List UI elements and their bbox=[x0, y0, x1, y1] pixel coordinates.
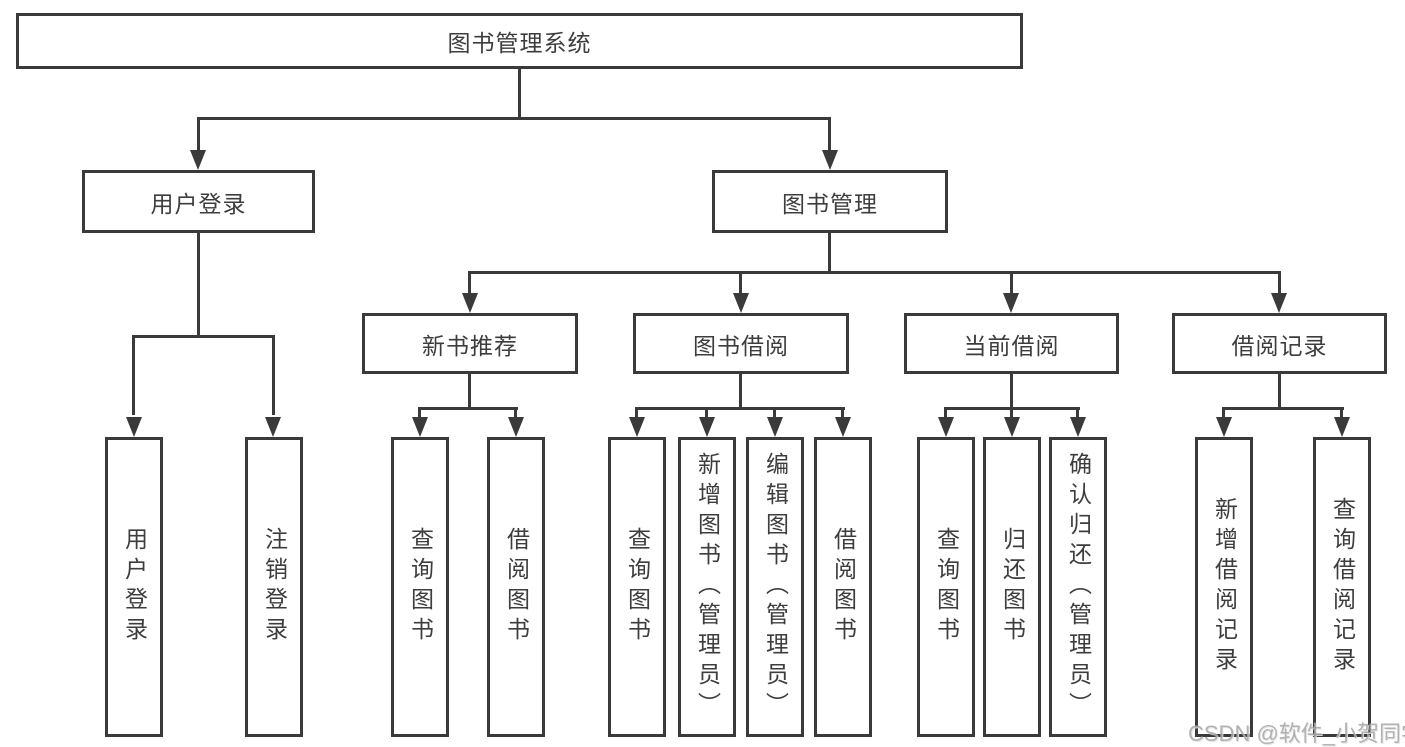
leaf-label: 查询图书 bbox=[624, 527, 651, 647]
node-label: 图书借阅 bbox=[693, 332, 789, 359]
connector-drop bbox=[418, 407, 421, 421]
arrowhead-new-book-recommend bbox=[462, 293, 478, 313]
connector-drop-current-borrow bbox=[1010, 271, 1013, 297]
arrowhead-current-return-book bbox=[1004, 417, 1020, 437]
connector-drop-user-login bbox=[197, 117, 200, 151]
leaf-borrow-edit-book-admin: 编辑图书（管理员） bbox=[746, 437, 804, 737]
arrowhead-borrow-add-book bbox=[699, 417, 715, 437]
arrowhead-recommend-query-books bbox=[412, 417, 428, 437]
node-user-login: 用户登录 bbox=[82, 170, 315, 233]
arrowhead-borrow-query-books bbox=[629, 417, 645, 437]
node-label: 用户登录 bbox=[150, 190, 247, 217]
arrowhead-current-borrow bbox=[1003, 293, 1019, 313]
connector-drop bbox=[944, 407, 947, 421]
connector-drop-book-borrow bbox=[739, 271, 742, 297]
connector-book-borrow-split bbox=[636, 407, 845, 410]
leaf-label: 新增图书（管理员） bbox=[694, 452, 721, 722]
connector-book-management-stem bbox=[828, 233, 831, 273]
connector-drop bbox=[705, 407, 708, 421]
node-label: 图书管理 bbox=[782, 190, 878, 217]
connector-current-borrow-stem bbox=[1010, 374, 1013, 410]
leaf-recommend-borrow-books: 借阅图书 bbox=[487, 437, 545, 737]
node-current-borrow: 当前借阅 bbox=[904, 313, 1119, 374]
connector-root-split bbox=[197, 117, 831, 120]
connector-drop bbox=[1076, 407, 1079, 421]
arrowhead-borrow-edit-book bbox=[767, 417, 783, 437]
connector-drop bbox=[514, 407, 517, 421]
leaf-current-return-book: 归还图书 bbox=[983, 437, 1041, 737]
leaf-current-query-books: 查询图书 bbox=[917, 437, 975, 737]
connector-drop bbox=[635, 407, 638, 421]
connector-drop-borrow-records bbox=[1278, 271, 1281, 297]
leaf-user-login: 用户登录 bbox=[105, 437, 163, 737]
leaf-label: 确认归还（管理员） bbox=[1065, 452, 1092, 722]
connector-drop bbox=[1010, 407, 1013, 421]
connector-level3-split bbox=[468, 271, 1281, 274]
leaf-logout: 注销登录 bbox=[245, 437, 303, 737]
leaf-current-confirm-return-admin: 确认归还（管理员） bbox=[1049, 437, 1107, 737]
connector-book-borrow-stem bbox=[739, 374, 742, 410]
leaf-borrow-query-books: 查询图书 bbox=[608, 437, 666, 737]
connector-drop-leaf-user-login bbox=[132, 335, 135, 415]
connector-drop bbox=[1340, 407, 1343, 421]
connector-drop bbox=[841, 407, 844, 421]
arrowhead-records-query-record bbox=[1334, 417, 1350, 437]
leaf-label: 借阅图书 bbox=[503, 527, 530, 647]
node-label: 当前借阅 bbox=[963, 332, 1060, 359]
node-label: 借阅记录 bbox=[1231, 332, 1328, 359]
arrowhead-current-confirm-return bbox=[1070, 417, 1086, 437]
leaf-records-query-record: 查询借阅记录 bbox=[1313, 437, 1371, 737]
arrowhead-leaf-user-login bbox=[126, 417, 142, 437]
leaf-borrow-add-book-admin: 新增图书（管理员） bbox=[678, 437, 736, 737]
connector-user-login-stem bbox=[197, 233, 200, 337]
connector-drop bbox=[773, 407, 776, 421]
leaf-label: 借阅图书 bbox=[830, 527, 857, 647]
connector-borrow-records-stem bbox=[1278, 374, 1281, 410]
leaf-label: 注销登录 bbox=[261, 527, 288, 647]
csdn-watermark: CSDN @软件_小贺同学 bbox=[1188, 721, 1405, 746]
arrowhead-borrow-borrow-books bbox=[835, 417, 851, 437]
leaf-recommend-query-books: 查询图书 bbox=[391, 437, 449, 737]
connector-new-book-recommend-stem bbox=[468, 374, 471, 410]
node-label: 新书推荐 bbox=[422, 332, 518, 359]
connector-root-stem bbox=[518, 68, 521, 120]
arrowhead-borrow-records bbox=[1271, 293, 1287, 313]
leaf-label: 编辑图书（管理员） bbox=[762, 452, 789, 722]
arrowhead-current-query-books bbox=[938, 417, 954, 437]
connector-drop bbox=[1222, 407, 1225, 421]
connector-new-book-recommend-split bbox=[418, 407, 518, 410]
node-borrow-records: 借阅记录 bbox=[1172, 313, 1387, 374]
arrowhead-user-login bbox=[190, 150, 206, 170]
arrowhead-book-management bbox=[822, 150, 838, 170]
arrowhead-records-add-record bbox=[1216, 417, 1232, 437]
connector-drop-new-book-recommend bbox=[468, 271, 471, 297]
leaf-label: 用户登录 bbox=[121, 527, 148, 647]
node-book-borrow: 图书借阅 bbox=[633, 313, 849, 374]
node-book-management: 图书管理 bbox=[712, 170, 948, 233]
connector-drop-leaf-logout bbox=[272, 335, 275, 415]
arrowhead-book-borrow bbox=[733, 293, 749, 313]
arrowhead-recommend-borrow-books bbox=[508, 417, 524, 437]
node-label: 图书管理系统 bbox=[447, 30, 592, 56]
leaf-label: 新增借阅记录 bbox=[1211, 497, 1238, 677]
node-new-book-recommend: 新书推荐 bbox=[362, 313, 578, 374]
leaf-records-add-record: 新增借阅记录 bbox=[1195, 437, 1253, 737]
leaf-borrow-borrow-books: 借阅图书 bbox=[814, 437, 872, 737]
leaf-label: 查询借阅记录 bbox=[1329, 497, 1356, 677]
leaf-label: 查询图书 bbox=[933, 527, 960, 647]
connector-borrow-records-split bbox=[1222, 407, 1344, 410]
arrowhead-leaf-logout bbox=[265, 417, 281, 437]
connector-user-login-split bbox=[132, 335, 275, 338]
node-library-management-system: 图书管理系统 bbox=[16, 13, 1023, 69]
leaf-label: 查询图书 bbox=[407, 527, 434, 647]
connector-drop-book-management bbox=[828, 117, 831, 151]
leaf-label: 归还图书 bbox=[999, 527, 1026, 647]
